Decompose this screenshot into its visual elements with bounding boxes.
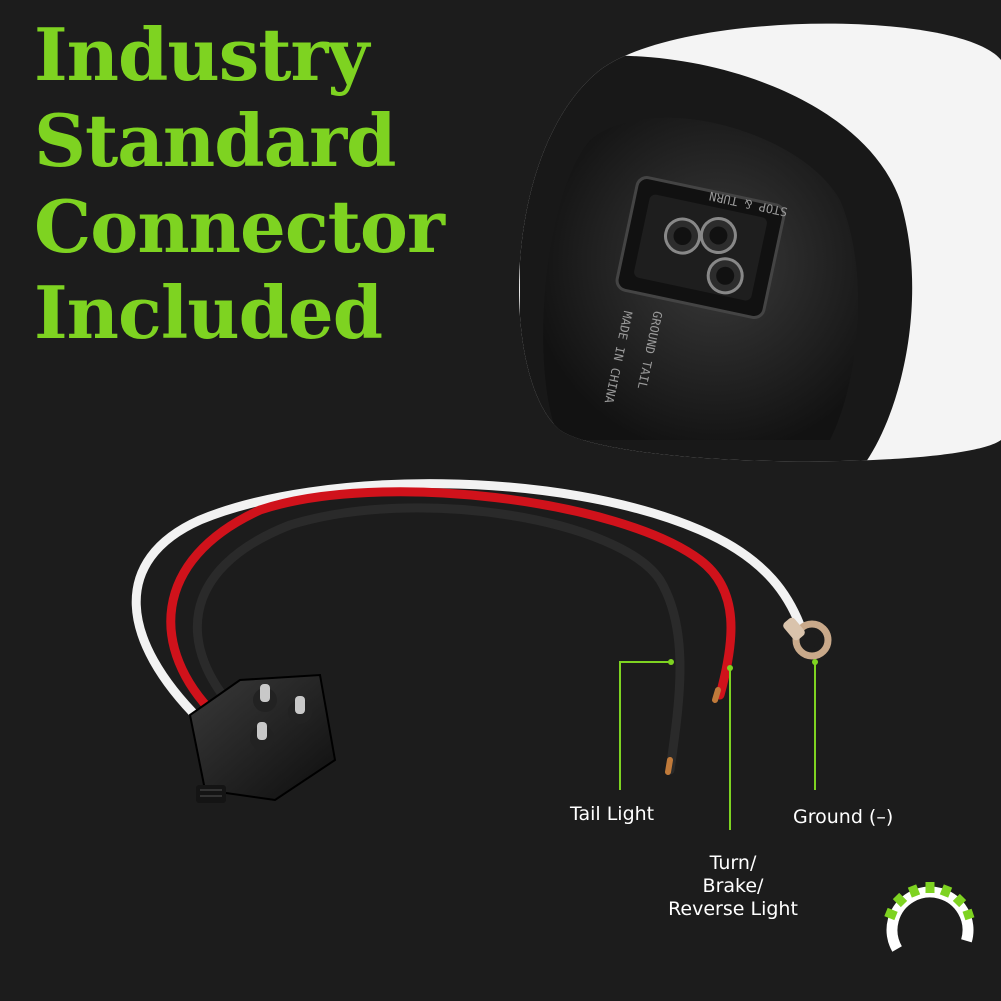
red-wire (166, 487, 736, 720)
headline-line-4: Included (34, 270, 383, 355)
three-pin-plug (188, 673, 337, 803)
headline-line-2: Standard (34, 98, 397, 183)
callout-lines (619, 659, 818, 830)
tail-light-callout-line (619, 661, 671, 790)
tail-light-label: Tail Light (570, 803, 655, 825)
turn-label-line-3: Reverse Light (668, 898, 798, 920)
ring-terminal (783, 617, 832, 660)
connector-closeup-inset: STOP & TURN GROUND TAIL MADE IN CHINA (519, 23, 1001, 462)
headline-line-3: Connector (34, 184, 445, 269)
headline-line-1: Industry (34, 12, 369, 97)
headline: Industry Standard Connector Included (34, 12, 445, 356)
white-wire (131, 479, 805, 725)
brand-ring-logo-icon (884, 882, 975, 974)
socket (615, 176, 786, 320)
ground-label: Ground (–) (793, 806, 894, 828)
turn-label-line-2: Brake/ (702, 875, 764, 897)
turn-label-line-1: Turn/ (709, 852, 757, 874)
black-wire (192, 503, 685, 775)
wire-harness (131, 479, 805, 775)
turn-brake-reverse-label: Turn/ Brake/ Reverse Light (648, 852, 818, 921)
